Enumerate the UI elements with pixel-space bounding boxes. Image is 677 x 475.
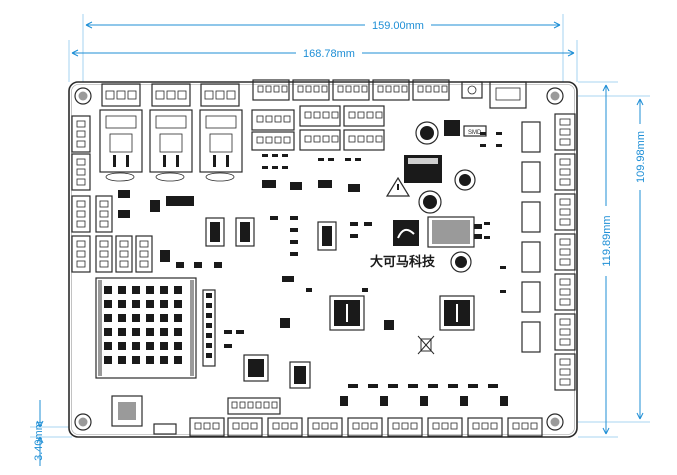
right-edge-connectors xyxy=(521,113,576,391)
screw-terminal xyxy=(101,83,141,107)
mcu-module xyxy=(95,277,197,379)
stepper-driver-ic xyxy=(329,295,365,331)
power-section: SMD xyxy=(385,120,487,273)
dim-right-outer: 109.98mm xyxy=(635,131,647,183)
mosfet xyxy=(199,109,243,182)
smd-components xyxy=(118,132,508,406)
capacitor xyxy=(454,169,476,191)
smd-label: SMD xyxy=(468,130,482,136)
dim-top-outer: 159.00mm xyxy=(372,20,424,32)
power-mosfet-row xyxy=(99,109,243,182)
inductor xyxy=(415,121,439,145)
bottom-edge-connectors xyxy=(111,395,543,437)
mosfet xyxy=(99,109,143,182)
warning-esd-icon xyxy=(385,176,411,197)
dim-right-inner: 119.89mm xyxy=(601,215,613,266)
dim-top-inner: 168.78mm xyxy=(303,48,355,60)
mosfet xyxy=(149,109,193,182)
jst-cluster xyxy=(251,105,385,151)
stepper-driver-ic xyxy=(439,295,475,331)
mounting-holes xyxy=(74,87,564,431)
weee-bin-icon xyxy=(417,335,435,355)
top-jst-connectors xyxy=(252,79,527,109)
mounting-hole-top-left xyxy=(74,87,92,105)
mounting-hole-top-right xyxy=(546,87,564,105)
brand-area: 大可马科技 xyxy=(370,220,436,270)
brand-logo-icon xyxy=(393,220,419,246)
pin-header xyxy=(202,289,216,367)
mounting-hole-bottom-right xyxy=(546,413,564,431)
dim-bottom-offset: 3.40mm xyxy=(33,421,45,461)
left-edge-connectors xyxy=(71,115,153,273)
screw-terminal xyxy=(200,83,240,107)
inductor xyxy=(418,190,442,214)
brand-text: 大可马科技 xyxy=(370,254,436,270)
inductor xyxy=(450,251,472,273)
ic-cluster xyxy=(205,217,337,389)
mounting-hole-bottom-left xyxy=(74,413,92,431)
dimension-annotations: 159.00mm 168.78mm 109.98mm 119.89mm 3.40… xyxy=(30,14,650,466)
screw-terminal xyxy=(151,83,191,107)
voltage-regulator xyxy=(427,216,482,248)
top-screw-terminals xyxy=(101,83,240,107)
pcb-board xyxy=(68,81,578,438)
